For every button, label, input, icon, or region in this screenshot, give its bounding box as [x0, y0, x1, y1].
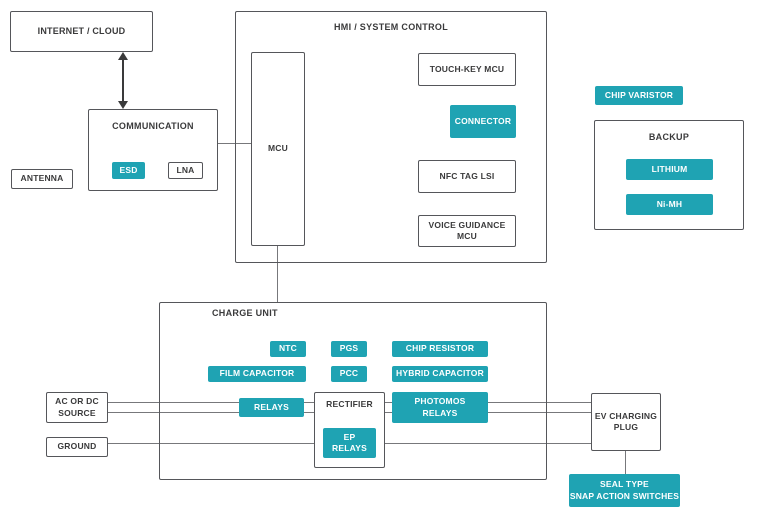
arrow-up-icon [118, 52, 128, 60]
ep-relays-box: EP RELAYS [323, 428, 376, 458]
bidirectional-arrow-shaft [122, 58, 124, 104]
hmi-system-control-box [235, 11, 547, 263]
ev-charging-plug-box: EV CHARGING PLUG [591, 393, 661, 451]
hmi-system-control-title: HMI / SYSTEM CONTROL [334, 22, 448, 32]
lithium-box: LITHIUM [626, 159, 713, 180]
pcc-box: PCC [331, 366, 367, 382]
film-capacitor-box: FILM CAPACITOR [208, 366, 306, 382]
ac-dc-source-box: AC OR DC SOURCE [46, 392, 108, 423]
ntc-box: NTC [270, 341, 306, 357]
line-mcu-to-charge-unit [277, 246, 278, 302]
chip-resistor-box: CHIP RESISTOR [392, 341, 488, 357]
mcu-box: MCU [251, 52, 305, 246]
arrow-down-icon [118, 101, 128, 109]
communication-box [88, 109, 218, 191]
lna-box: LNA [168, 162, 203, 179]
backup-box [594, 120, 744, 230]
connector-box: CONNECTOR [450, 105, 516, 138]
antenna-box: ANTENNA [11, 169, 73, 189]
charge-unit-box [159, 302, 547, 480]
photomos-relays-box: PHOTOMOS RELAYS [392, 392, 488, 423]
ni-mh-box: Ni-MH [626, 194, 713, 215]
line-plug-to-seal-switches [625, 451, 626, 474]
ground-box: GROUND [46, 437, 108, 457]
relays-box: RELAYS [239, 398, 304, 417]
internet-cloud-box: INTERNET / CLOUD [10, 11, 153, 52]
touch-key-mcu-box: TOUCH-KEY MCU [418, 53, 516, 86]
backup-title: BACKUP [648, 132, 690, 142]
communication-title: COMMUNICATION [112, 121, 194, 131]
seal-type-snap-action-switches-box: SEAL TYPE SNAP ACTION SWITCHES [569, 474, 680, 507]
charge-unit-title: CHARGE UNIT [212, 308, 278, 318]
pgs-box: PGS [331, 341, 367, 357]
line-communication-to-mcu [218, 143, 251, 144]
voice-guidance-mcu-box: VOICE GUIDANCE MCU [418, 215, 516, 247]
chip-varistor-box: CHIP VARISTOR [595, 86, 683, 105]
esd-box: ESD [112, 162, 145, 179]
nfc-tag-lsi-box: NFC TAG LSI [418, 160, 516, 193]
hybrid-capacitor-box: HYBRID CAPACITOR [392, 366, 488, 382]
